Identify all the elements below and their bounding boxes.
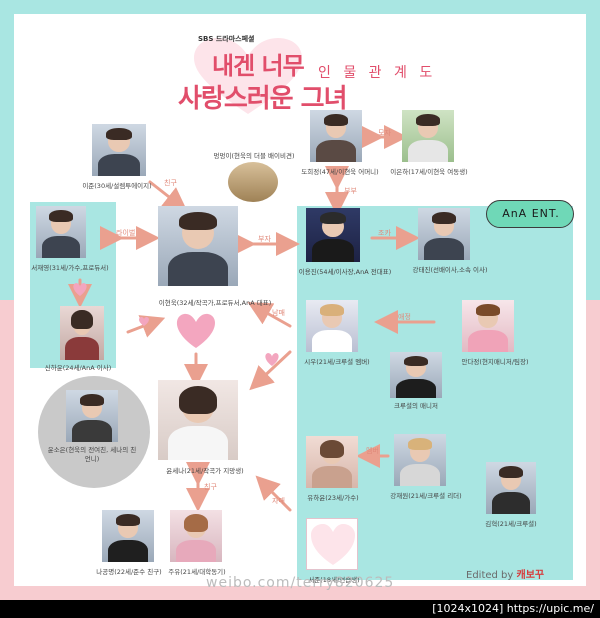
- relation-label: 부자: [258, 235, 271, 243]
- relation-label: 부부: [344, 187, 357, 195]
- ana-ent-badge: AnA ENT.: [486, 200, 574, 228]
- footer-bar: [1024x1024] https://upic.me/: [0, 600, 600, 618]
- portrait-photo: [390, 352, 442, 398]
- portrait-photo: [486, 462, 536, 514]
- portrait-photo: [170, 510, 222, 562]
- portrait-photo: [306, 300, 358, 352]
- portrait-photo: [36, 206, 86, 258]
- portrait-photo: [158, 206, 238, 286]
- relation-label: 라이벌: [116, 229, 136, 237]
- dog-photo: [228, 162, 278, 202]
- drama-logo: SBS 드라마스페셜 내겐 너무 사랑스러운 그녀: [176, 30, 347, 114]
- portrait-photo: [306, 436, 358, 488]
- watermark: weibo.com/terry820625: [206, 575, 395, 591]
- relation-label: 애정: [398, 313, 411, 321]
- relation-label: 친구: [164, 179, 177, 187]
- relationship-chart: SBS 드라마스페셜 내겐 너무 사랑스러운 그녀 인 물 관 계 도 AnA …: [0, 0, 600, 600]
- relation-label: 멤버: [366, 447, 379, 455]
- channel-label: SBS 드라마스페셜: [198, 35, 255, 43]
- heart-icon: [311, 524, 355, 565]
- portrait-photo: [310, 110, 362, 162]
- relation-label: 친구: [204, 483, 217, 491]
- page-title: 인 물 관 계 도: [318, 65, 437, 81]
- portrait-photo: [418, 208, 470, 260]
- relation-label: 모자: [378, 129, 391, 137]
- heart-icon: [194, 38, 302, 114]
- portrait-photo: [158, 380, 238, 460]
- badge-label: AnA ENT.: [502, 207, 560, 220]
- portrait-photo: [60, 306, 104, 360]
- relation-label: 조카: [378, 229, 391, 237]
- portrait-photo: [462, 300, 514, 352]
- portrait-photo: [66, 390, 118, 442]
- footer-link[interactable]: [1024x1024] https://upic.me/: [432, 602, 594, 615]
- portrait-photo: [402, 110, 454, 162]
- relation-label: 남매: [272, 309, 285, 317]
- drama-logo-thumb: [306, 518, 358, 570]
- relation-label: 자매: [272, 497, 285, 505]
- portrait-photo: [306, 208, 360, 262]
- portrait-photo: [394, 434, 446, 486]
- portrait-photo: [102, 510, 154, 562]
- logo-line-2: 사랑스러운 그녀: [178, 84, 347, 114]
- edited-by-credit: Edited by 캐보꾸: [466, 570, 545, 581]
- logo-line-1: 내겐 너무: [212, 52, 305, 80]
- portrait-photo: [92, 124, 146, 176]
